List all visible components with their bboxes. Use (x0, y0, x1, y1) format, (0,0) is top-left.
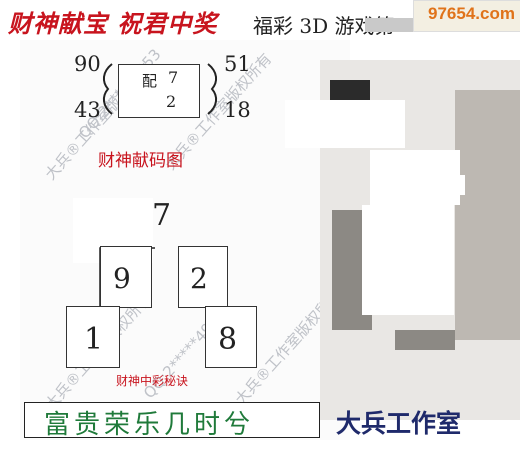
code-center-char: 配 (142, 72, 158, 90)
left-bracket (102, 63, 113, 115)
secret-box-right-mid (178, 246, 228, 308)
redacted-block (395, 330, 455, 350)
redacted-block (365, 18, 413, 32)
chart-left-bottom: 43 (74, 98, 101, 122)
secret-box-left-mid (100, 246, 152, 308)
right-bracket (207, 63, 218, 115)
code-chart-caption: 财神献码图 (98, 151, 183, 171)
secret-bottom-left: 1 (84, 322, 104, 357)
secret-box-left-bottom (66, 306, 120, 368)
slogan-text: 富贵荣乐几时兮 (44, 410, 255, 440)
secret-box-right-bottom (205, 306, 257, 368)
slogan-box (24, 402, 320, 438)
studio-name: 大兵工作室 (336, 409, 462, 438)
blank-area (362, 205, 454, 315)
site-badge (413, 0, 520, 32)
secret-mid-left: 9 (113, 262, 131, 295)
secret-top-num: 7 (152, 198, 172, 233)
chart-left-top: 90 (74, 52, 101, 76)
code-top-num: 7 (168, 68, 179, 87)
code-bottom-num: 2 (166, 92, 177, 111)
secret-caption: 财神中彩秘诀 (116, 374, 189, 388)
code-box (118, 64, 200, 118)
blank-area (395, 175, 465, 195)
red-title: 财神献宝 祝君中奖 (8, 9, 218, 38)
site-badge-label: 97654.com (428, 4, 515, 23)
secret-bottom-right: 8 (218, 322, 238, 357)
blank-area (285, 100, 405, 148)
chart-right-bottom: 18 (224, 98, 251, 122)
chart-right-top: 51 (224, 52, 251, 76)
secret-mid-right: 2 (190, 262, 208, 295)
redacted-block (455, 90, 520, 340)
